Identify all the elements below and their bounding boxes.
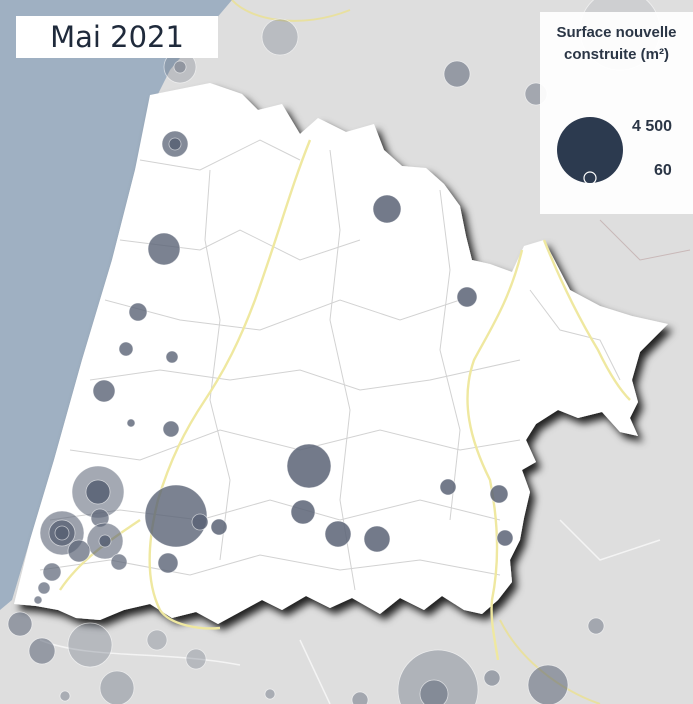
legend-min-label: 60 (654, 162, 672, 179)
construction-bubble (59, 690, 71, 702)
legend-bubbles (557, 117, 623, 185)
construction-bubble (146, 629, 168, 651)
construction-bubble (489, 484, 509, 504)
construction-bubble (147, 232, 181, 266)
legend-min-bubble (583, 171, 597, 185)
construction-bubble (351, 691, 369, 704)
legend-title-line-2: construite (m²) (564, 46, 669, 63)
construction-bubble (162, 420, 180, 438)
construction-bubble (456, 286, 478, 308)
legend-title-line-1: Surface nouvelle (556, 24, 677, 41)
construction-bubble (419, 679, 449, 704)
construction-bubble (286, 443, 332, 489)
construction-bubble (7, 611, 33, 637)
legend-max-bubble (557, 117, 623, 183)
construction-bubble (496, 529, 514, 547)
ocean (0, 0, 232, 610)
construction-bubble (264, 688, 276, 700)
construction-bubble (28, 637, 56, 665)
construction-bubble (144, 484, 208, 548)
construction-bubble (210, 518, 228, 536)
construction-bubble (37, 581, 51, 595)
construction-bubble (587, 617, 605, 635)
construction-bubble (397, 649, 479, 704)
construction-bubble (118, 341, 134, 357)
construction-bubble (165, 350, 179, 364)
construction-bubble (92, 379, 116, 403)
construction-bubble (185, 648, 207, 670)
construction-bubble (85, 479, 111, 505)
construction-bubble (33, 595, 43, 605)
construction-bubble (110, 553, 128, 571)
construction-bubble (173, 60, 187, 74)
construction-bubble (67, 539, 91, 563)
construction-bubble (290, 499, 316, 525)
legend-panel: Surface nouvelle construite (m²) 4 500 6… (540, 12, 693, 214)
construction-bubble (128, 302, 148, 322)
construction-bubble (439, 478, 457, 496)
construction-bubble (443, 60, 471, 88)
legend-title: Surface nouvelle construite (m²) (540, 22, 693, 66)
construction-bubble (363, 525, 391, 553)
period-title: Mai 2021 (16, 16, 218, 58)
construction-bubble (261, 18, 299, 56)
commune-borders (39, 139, 621, 591)
construction-bubble (54, 525, 70, 541)
construction-bubble (157, 552, 179, 574)
construction-bubble (98, 534, 112, 548)
construction-bubble (67, 622, 113, 668)
construction-bubble (483, 669, 501, 687)
construction-bubble (191, 513, 209, 531)
construction-bubble (99, 670, 135, 704)
construction-bubble (527, 664, 569, 704)
legend-max-label: 4 500 (632, 118, 673, 135)
construction-bubble (126, 418, 136, 428)
construction-bubble (324, 520, 352, 548)
construction-bubble (42, 562, 62, 582)
outside-features (39, 0, 691, 704)
construction-bubble (372, 194, 402, 224)
construction-bubble (168, 137, 182, 151)
